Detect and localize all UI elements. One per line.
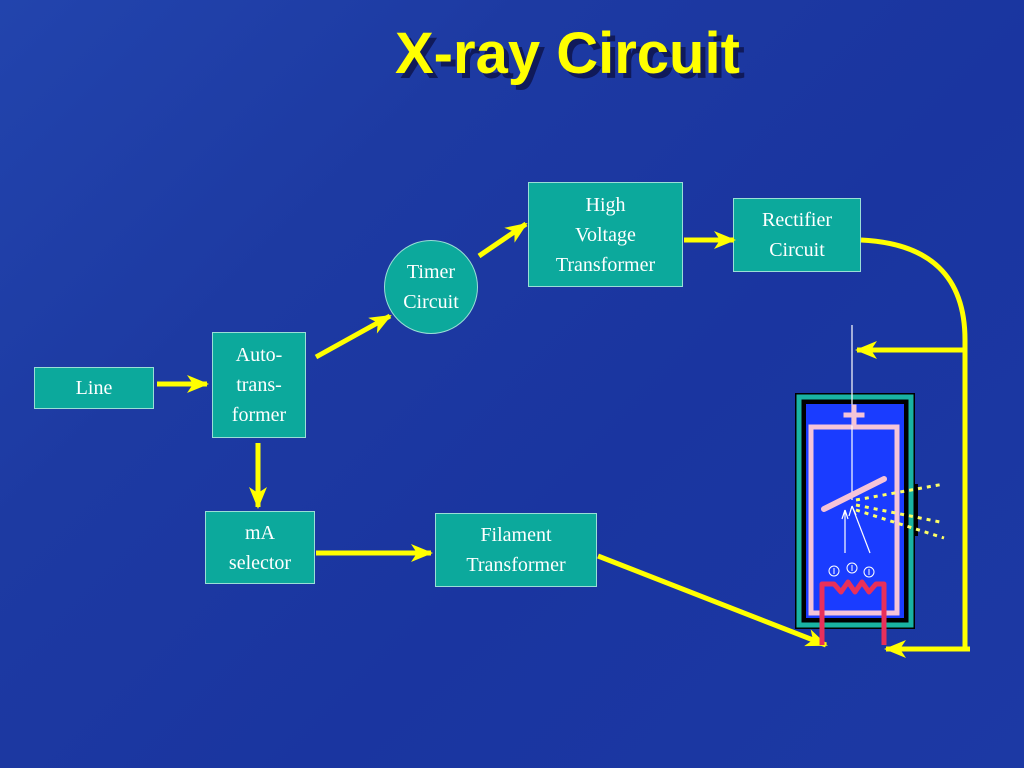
electron-paths — [841, 505, 871, 554]
high-voltage-transformer-box: High Voltage Transformer — [528, 182, 683, 287]
xray-tube — [795, 325, 945, 645]
rectifier-output-path — [860, 237, 968, 649]
filament-transformer-box: Filament Transformer — [435, 513, 597, 587]
electron-icons — [828, 562, 875, 578]
ma-selector-box: mA selector — [205, 511, 315, 584]
cathode-filament — [819, 579, 887, 645]
xray-beams — [855, 482, 945, 540]
anode-target — [821, 476, 887, 512]
rectifier-circuit-box: Rectifier Circuit — [733, 198, 861, 272]
autotransformer-box: Auto- trans- former — [212, 332, 306, 438]
arrow-timer-to-high-voltage — [477, 221, 528, 259]
timer-circuit-node: Timer Circuit — [384, 240, 478, 334]
tube-outer-outline — [796, 394, 914, 628]
arrow-autotransformer-to-timer — [314, 313, 392, 360]
plus-icon — [843, 404, 865, 426]
arrow-filament-to-cathode — [597, 553, 828, 648]
page-title: X-ray Circuit — [395, 21, 740, 86]
line-box: Line — [34, 367, 154, 409]
